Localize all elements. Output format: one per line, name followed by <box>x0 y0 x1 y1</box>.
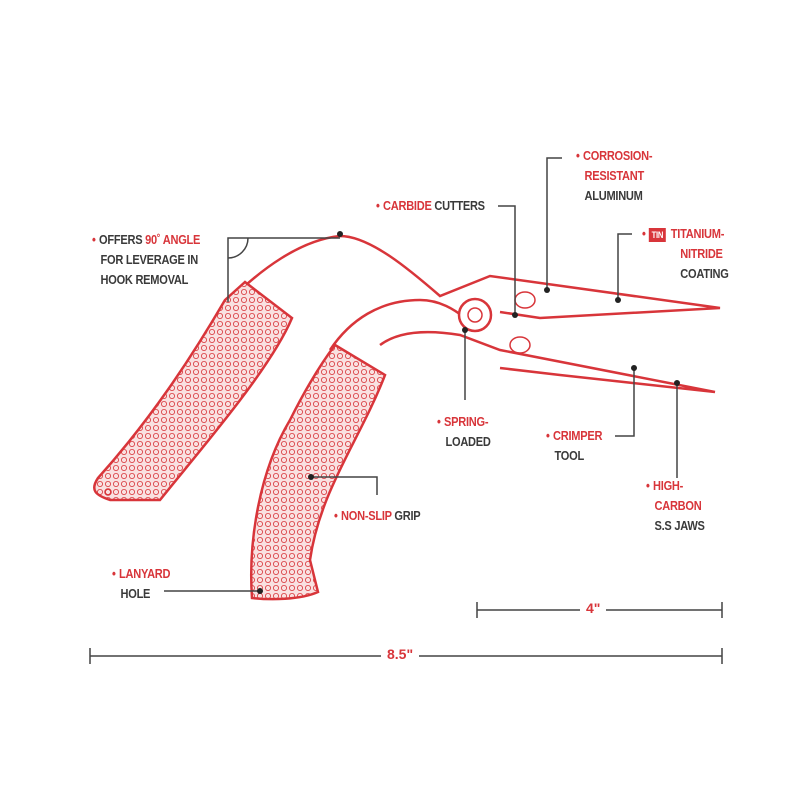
lower-handle-frame <box>328 298 716 394</box>
label-grip: •NON-SLIP GRIP <box>334 508 421 523</box>
dimension-total-length: 8.5" <box>381 646 420 662</box>
dimension-jaw-length: 4" <box>580 600 607 616</box>
label-cutters: •CARBIDE CUTTERS <box>376 198 485 213</box>
upper-grip <box>93 280 294 502</box>
pivot-bolt <box>457 297 493 333</box>
label-angle: •OFFERS 90˚ ANGLE FOR LEVERAGE IN HOOK R… <box>92 232 201 287</box>
tin-badge: TIN <box>649 227 666 242</box>
upper-handle-frame <box>229 234 721 320</box>
label-jaws: •HIGH- CARBON S.S JAWS <box>646 478 705 533</box>
label-crimper: •CRIMPER TOOL <box>546 428 603 463</box>
label-lanyard: •LANYARD HOLE <box>112 566 171 601</box>
label-corrosion: •CORROSION- RESISTANT ALUMINUM <box>576 148 653 203</box>
lower-grip <box>250 343 387 601</box>
label-spring: •SPRING- LOADED <box>437 414 491 449</box>
